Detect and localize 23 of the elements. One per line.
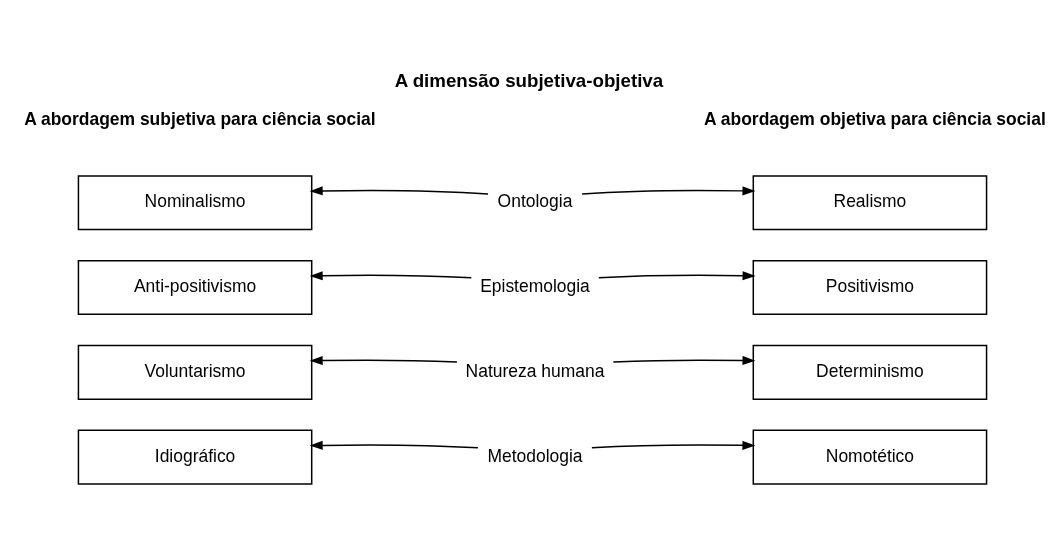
label: A abordagem subjetiva para ciência social [24, 109, 376, 129]
node-box: Realismo [752, 175, 988, 231]
arrow [612, 355, 756, 366]
node-text: Natureza humana [465, 360, 605, 381]
diagram-title: A dimensão subjetiva-objetiva [394, 69, 664, 91]
node-box: Anti-positivismo [77, 259, 313, 316]
node-box: Positivismo [752, 259, 988, 316]
label: A abordagem objetiva para ciência social [704, 109, 1046, 129]
node-text: Metodologia [487, 445, 583, 466]
arrow [581, 186, 756, 196]
arrow [309, 356, 458, 366]
node-box: Voluntarismo [77, 344, 313, 400]
arrow [598, 271, 756, 281]
node-box: Idiográfico [77, 429, 313, 485]
arrow [591, 440, 756, 450]
node-box: Nomotético [752, 429, 988, 485]
node-text: Ontologia [497, 191, 573, 212]
arrow [309, 440, 479, 450]
arrow [309, 186, 489, 196]
node-box: Determinismo [752, 344, 988, 400]
arrow [309, 271, 473, 281]
node-box: Nominalismo [77, 175, 313, 231]
node-text: Epistemologia [480, 276, 590, 297]
